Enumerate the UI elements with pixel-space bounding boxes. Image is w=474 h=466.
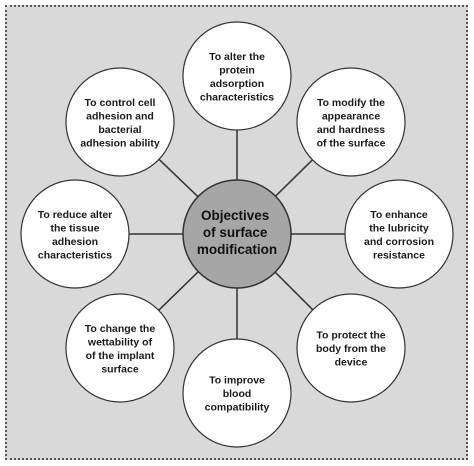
- connector-appearance: [274, 159, 314, 197]
- objective-line: compatibility: [205, 402, 270, 414]
- objective-circle-protect: [296, 293, 406, 403]
- objective-circle-lubricity: [344, 179, 454, 289]
- center-hub: Objectives of surface modification: [182, 179, 292, 289]
- objective-line: To alter the: [209, 51, 265, 63]
- objective-line: To improve: [209, 375, 265, 387]
- objective-line: body from the: [316, 343, 386, 355]
- objective-line: the lubricity: [369, 222, 429, 234]
- objective-line: resistance: [373, 249, 425, 261]
- connector-adhesion: [158, 158, 199, 198]
- objective-circle-adhesion: [65, 67, 175, 177]
- objective-line: and corrosion: [364, 236, 434, 248]
- center-circle: [182, 179, 292, 289]
- objective-line: To control cell: [85, 97, 156, 109]
- objective-line: blood: [223, 388, 252, 400]
- objective-line: appearance: [322, 110, 381, 122]
- objective-line: To protect the: [316, 330, 385, 342]
- objective-line: To modify the: [317, 97, 385, 109]
- objective-line: of the implant: [86, 350, 155, 362]
- objective-line: device: [335, 357, 368, 369]
- center-line-1: Objectives: [201, 208, 269, 223]
- objective-line: adhesion and: [86, 110, 154, 122]
- center-line-2: of surface: [203, 225, 268, 240]
- objective-circle-appearance: [296, 67, 406, 177]
- objective-line: To reduce alter: [38, 209, 113, 221]
- objective-line: characteristics: [38, 249, 112, 261]
- objective-circle-tissue: [20, 179, 130, 289]
- objective-line: and hardness: [317, 124, 385, 136]
- objective-line: wettability of: [87, 336, 153, 348]
- connector-lines: [129, 130, 345, 339]
- objective-line: protein: [219, 64, 255, 76]
- connector-wettability: [158, 271, 199, 311]
- objective-line: surface: [101, 363, 139, 375]
- objective-line: characteristics: [200, 91, 274, 103]
- objective-line: of the surface: [317, 137, 386, 149]
- objective-circle-blood: [182, 338, 292, 448]
- center-line-3: modification: [197, 242, 277, 257]
- svg-text:Objectives of surface: Objectives of surface modification: [197, 208, 277, 257]
- objective-circle-wettability: [65, 293, 175, 403]
- objective-line: To enhance: [370, 209, 428, 221]
- objective-circle-protein: [182, 21, 292, 131]
- objective-line: the tissue: [50, 222, 99, 234]
- connector-protect: [274, 271, 314, 311]
- objective-line: bacterial: [98, 124, 141, 136]
- objective-line: adhesion ability: [80, 137, 160, 149]
- objective-line: adsorption: [210, 78, 264, 90]
- objective-line: adhesion: [52, 236, 98, 248]
- objective-line: To change the: [85, 323, 156, 335]
